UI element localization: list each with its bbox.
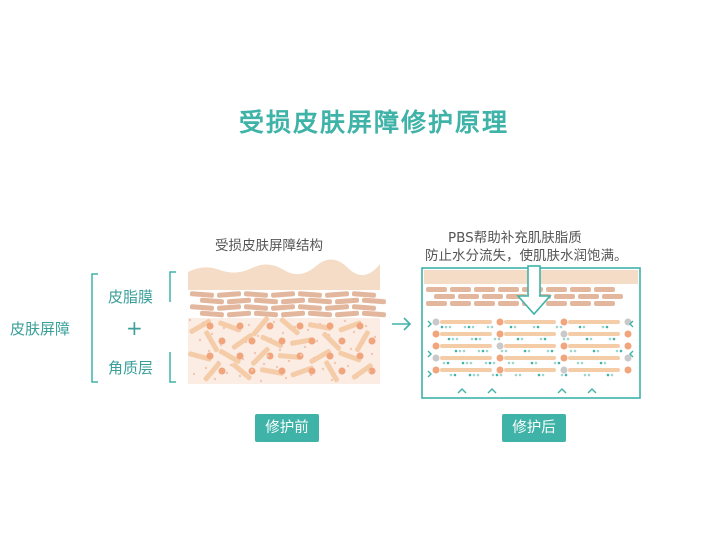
stratum-corneum-label: 角质层: [108, 359, 154, 377]
down-arrow-icon: [516, 265, 552, 316]
side-chevrons: [427, 320, 634, 394]
sebum-label: 皮脂膜: [108, 288, 154, 306]
repaired-skin-illustration: [421, 265, 641, 399]
before-repair-badge: 修护前: [255, 414, 319, 442]
page-title: 受损皮肤屏障修护原理: [238, 108, 509, 137]
right-panel-caption-line1: PBS帮助补充肌肤脂质: [448, 230, 582, 246]
plus-sign: +: [126, 316, 143, 340]
damaged-skin-illustration: [188, 259, 386, 384]
skin-barrier-label: 皮肤屏障: [10, 320, 71, 338]
after-repair-badge: 修护后: [502, 414, 566, 442]
right-panel-caption-line2: 防止水分流失，使肌肤水润饱满。: [425, 248, 628, 264]
transition-arrow: [392, 317, 412, 331]
legend-bracket: [91, 271, 176, 383]
left-panel-caption: 受损皮肤屏障结构: [215, 238, 323, 254]
